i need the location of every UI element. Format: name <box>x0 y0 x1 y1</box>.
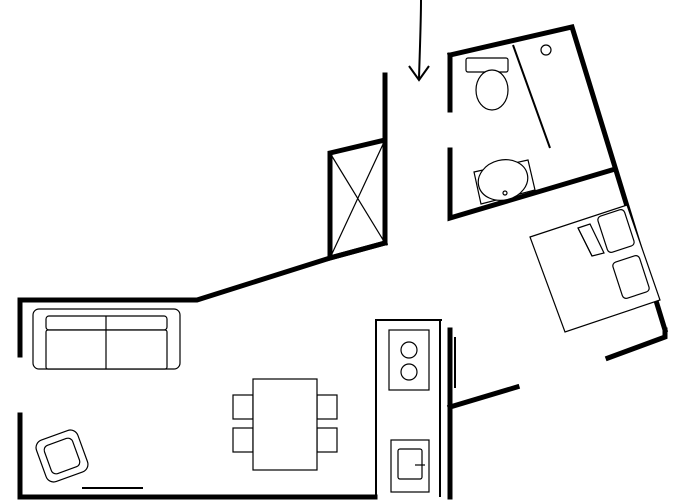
entry-arrow-icon <box>408 0 430 82</box>
toilet <box>465 57 509 111</box>
closet <box>327 136 388 262</box>
dining-chair <box>232 394 254 420</box>
kitchen-sink <box>390 439 430 493</box>
dining-chair <box>316 427 338 453</box>
shower <box>512 44 552 149</box>
cooktop <box>388 329 430 391</box>
dining-table <box>252 378 318 471</box>
sofa <box>32 308 181 370</box>
armchair <box>35 429 89 483</box>
dining-chair <box>232 427 254 453</box>
kitchen-spur-wall <box>446 383 521 411</box>
bathroom-sink <box>473 159 536 205</box>
bedroom-bottom-wall <box>604 327 668 362</box>
left-wall-bottom <box>17 412 378 500</box>
dining-chair <box>316 394 338 420</box>
pillow <box>612 255 650 299</box>
pillow <box>597 209 635 253</box>
bathroom-left-lower-wall <box>447 147 616 222</box>
